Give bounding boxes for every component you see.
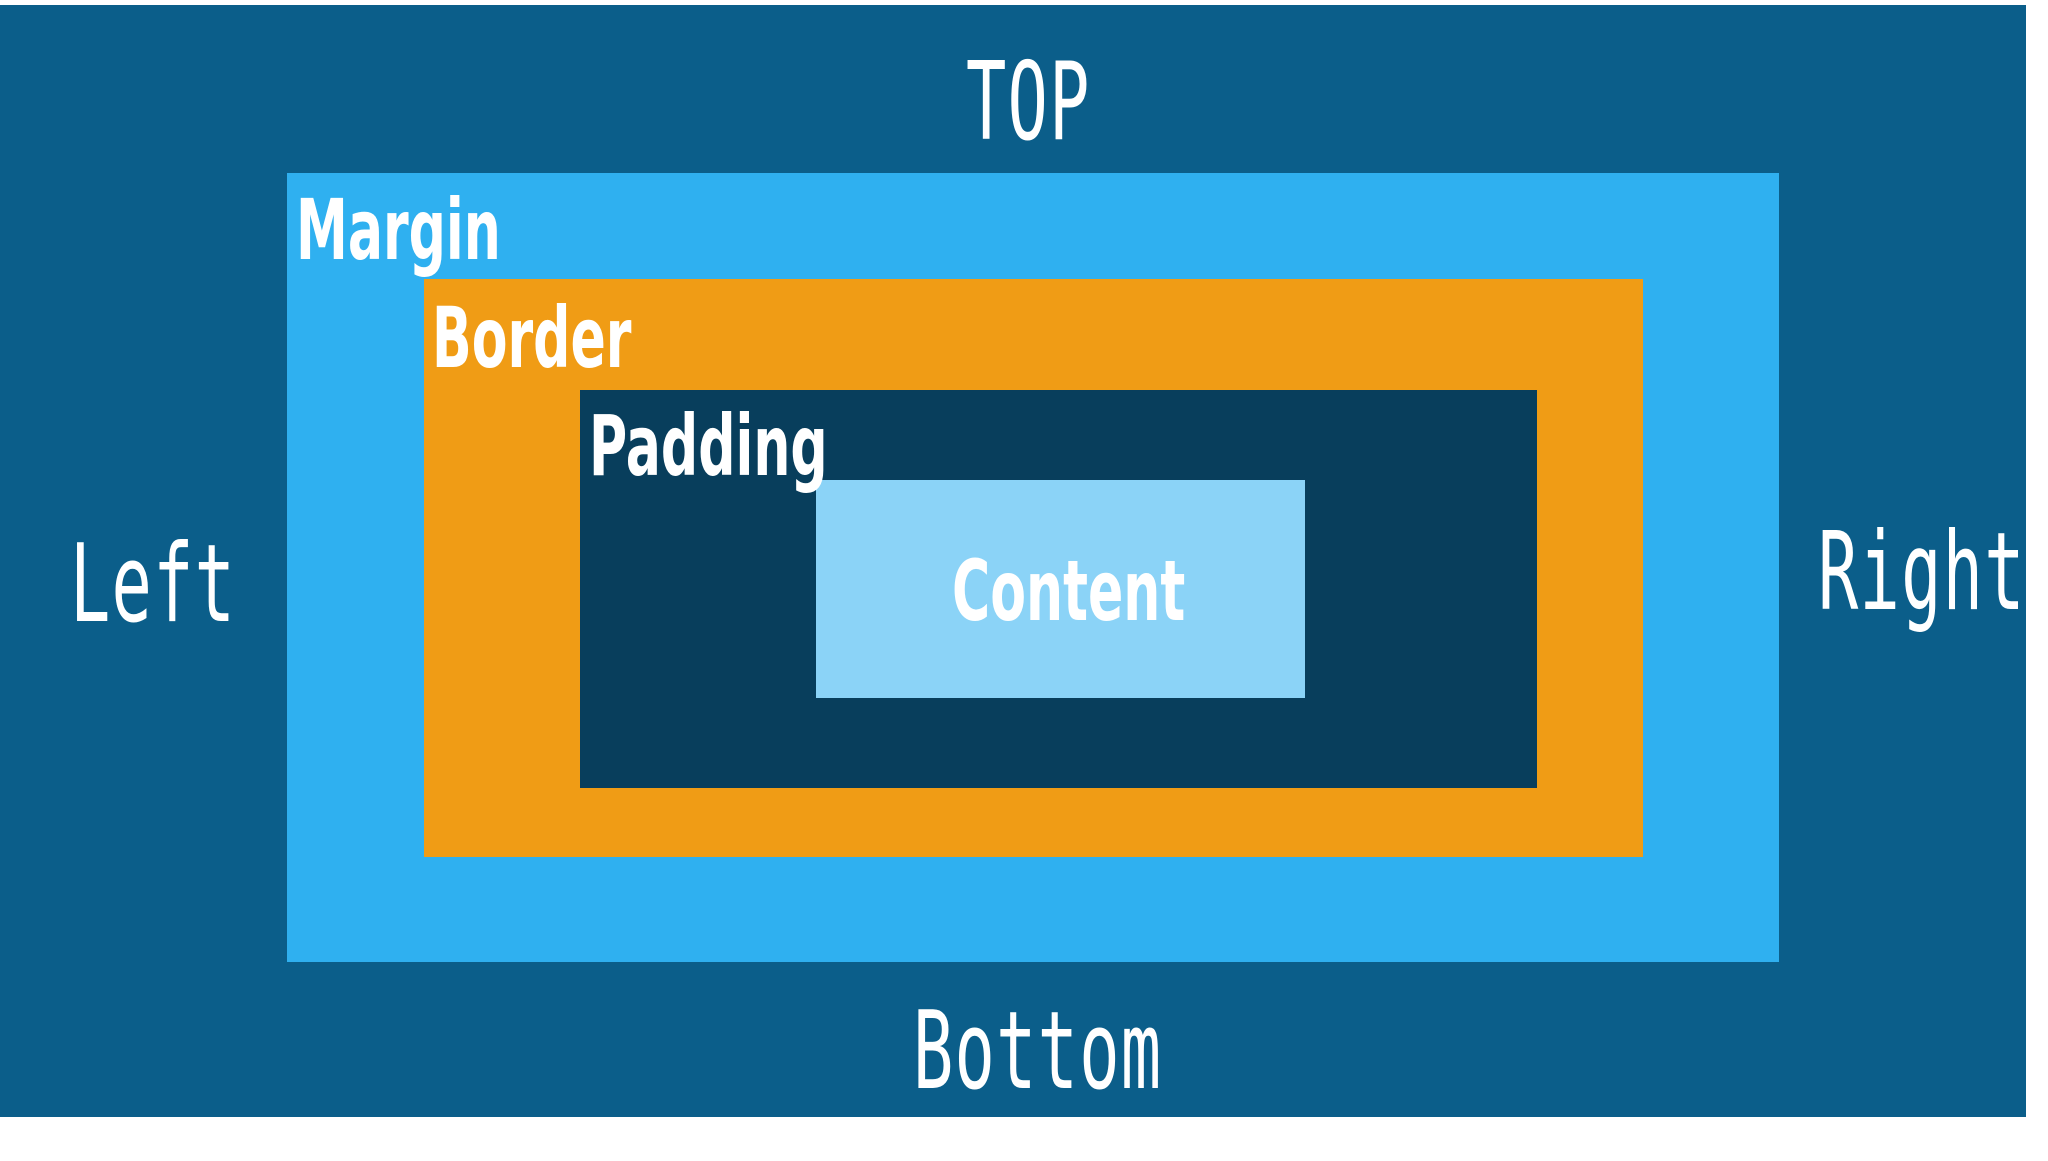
border-label: Border	[432, 289, 632, 387]
content-label: Content	[952, 542, 1186, 640]
margin-label: Margin	[296, 181, 501, 279]
left-label: Left	[70, 522, 237, 647]
top-label: TOP	[966, 40, 1091, 165]
padding-label: Padding	[589, 397, 828, 495]
right-label: Right	[1818, 510, 2026, 635]
bottom-label: Bottom	[913, 989, 1163, 1114]
content-box	[816, 480, 1305, 698]
